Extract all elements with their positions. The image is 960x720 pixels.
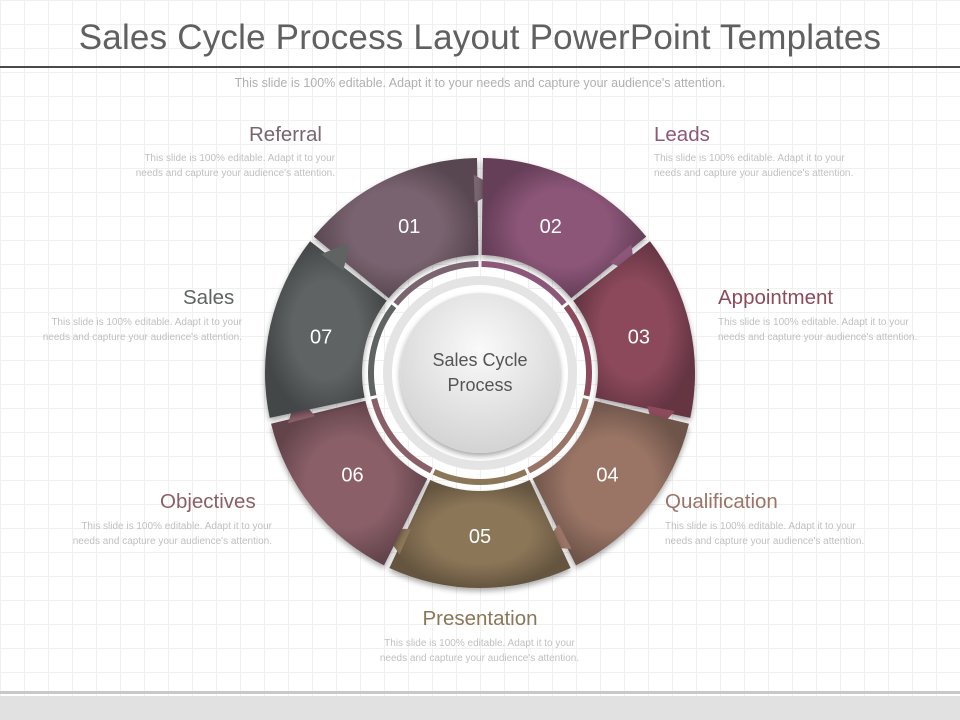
cycle-segment-shade-07 <box>265 241 387 418</box>
page-subtitle: This slide is 100% editable. Adapt it to… <box>234 76 726 90</box>
inner-ring-arc-03 <box>563 304 592 397</box>
stage-desc-presentation: This slide is 100% editable. Adapt it to… <box>379 638 580 664</box>
hub-center-circle <box>400 293 560 453</box>
segment-number-03: 03 <box>628 327 650 349</box>
stage-heading-qualification: Qualification <box>665 490 778 513</box>
segment-number-04: 04 <box>596 465 618 487</box>
stage-desc-appointment: This slide is 100% editable. Adapt it to… <box>718 317 918 343</box>
hub-label-line1: Sales Cycle <box>432 350 527 370</box>
hub-label-line2: Process <box>447 375 512 395</box>
inner-colored-ring <box>368 261 592 486</box>
stage-heading-sales: Sales <box>183 286 235 309</box>
cycle-segment-shade-03 <box>573 241 695 418</box>
stage-desc-referral: This slide is 100% editable. Adapt it to… <box>135 153 335 179</box>
cycle-segments <box>265 158 695 588</box>
inner-ring-arc-04 <box>527 398 589 474</box>
stage-desc-sales: This slide is 100% editable. Adapt it to… <box>42 317 242 343</box>
stage-heading-appointment: Appointment <box>718 286 834 309</box>
segment-number-02: 02 <box>540 216 562 238</box>
footer-bar <box>0 696 960 720</box>
segment-number-07: 07 <box>310 327 332 349</box>
stage-desc-qualification: This slide is 100% editable. Adapt it to… <box>665 521 865 547</box>
footer-divider <box>0 691 960 694</box>
inner-ring-arc-01 <box>393 261 479 306</box>
cycle-arrow-07 <box>320 243 350 271</box>
cycle-segment-shade-05 <box>389 480 571 588</box>
stage-desc-objectives: This slide is 100% editable. Adapt it to… <box>72 521 272 547</box>
inner-ring-arc-02 <box>481 261 567 306</box>
stage-heading-referral: Referral <box>249 123 322 146</box>
segment-number-01: 01 <box>398 216 420 238</box>
title-divider <box>0 66 960 68</box>
stage-desc-leads: This slide is 100% editable. Adapt it to… <box>654 153 854 179</box>
page-title: Sales Cycle Process Layout PowerPoint Te… <box>78 18 882 57</box>
cycle-segment-shade-02 <box>481 158 647 299</box>
segment-numbers: 01 02 03 04 05 06 07 <box>310 216 650 548</box>
segment-number-05: 05 <box>469 526 491 548</box>
stage-heading-objectives: Objectives <box>160 490 256 513</box>
stage-heading-presentation: Presentation <box>422 607 538 630</box>
segment-number-06: 06 <box>341 465 363 487</box>
stage-heading-leads: Leads <box>654 123 710 146</box>
cycle-segment-shade-04 <box>532 400 689 566</box>
inner-ring-arc-05 <box>432 469 528 486</box>
cycle-segment-shade-01 <box>313 158 479 299</box>
inner-ring-arc-07 <box>368 304 397 397</box>
inner-ring-arc-06 <box>371 398 433 474</box>
cycle-segment-shade-06 <box>271 400 428 566</box>
